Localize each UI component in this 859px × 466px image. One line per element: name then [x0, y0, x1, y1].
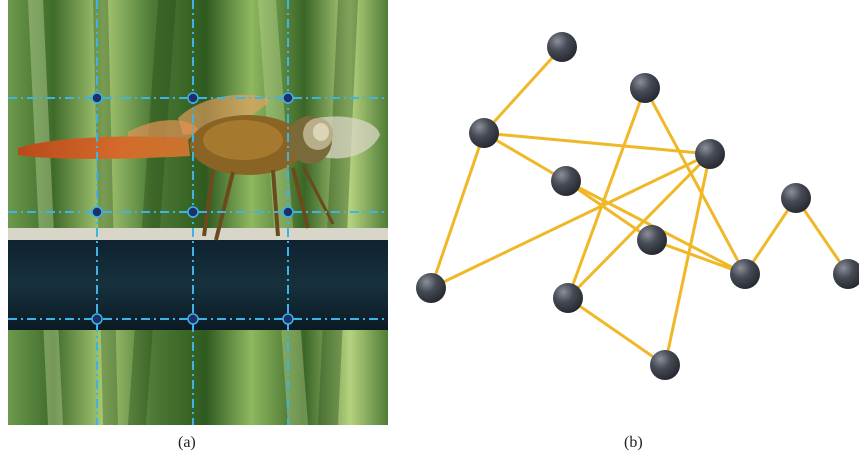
grid-point	[92, 207, 102, 217]
graph-node	[637, 225, 667, 255]
grid-point	[188, 314, 198, 324]
grid-point	[92, 314, 102, 324]
graph-edge	[484, 47, 562, 133]
bar-top-edge	[8, 228, 388, 240]
graph-node	[469, 118, 499, 148]
graph-node	[781, 183, 811, 213]
graph-node	[630, 73, 660, 103]
grid-point	[283, 93, 293, 103]
graph-edge	[568, 298, 665, 365]
grid-point	[283, 314, 293, 324]
graph-node	[833, 259, 859, 289]
graph-node	[650, 350, 680, 380]
graph-node	[551, 166, 581, 196]
graph-node	[730, 259, 760, 289]
caption-b: (b)	[624, 434, 643, 452]
graph-node	[695, 139, 725, 169]
dragonfly-grid-figure	[8, 0, 388, 425]
graph-nodes	[416, 32, 859, 380]
grid-point	[283, 207, 293, 217]
graph-node	[547, 32, 577, 62]
grid-point	[92, 93, 102, 103]
grid-point	[188, 207, 198, 217]
node-graph	[400, 0, 859, 425]
graph-edge	[568, 154, 710, 298]
panel-b-graph	[400, 0, 859, 425]
grid-point	[188, 93, 198, 103]
graph-node	[416, 273, 446, 303]
graph-node	[553, 283, 583, 313]
caption-a: (a)	[178, 434, 196, 452]
panel-a-photo	[8, 0, 388, 425]
graph-edge	[568, 88, 645, 298]
